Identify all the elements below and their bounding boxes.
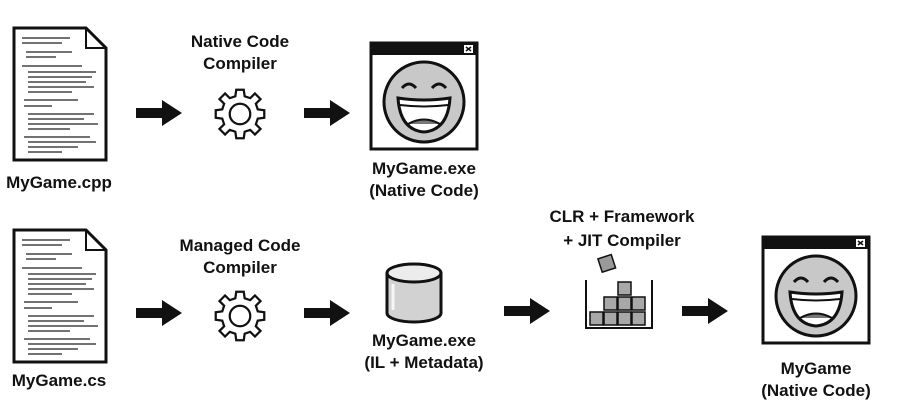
native-compiler-gear-icon: [212, 86, 268, 142]
arrow-icon: [134, 298, 184, 328]
arrow-icon: [502, 296, 552, 326]
native-exe-window-icon: [368, 40, 480, 152]
cpp-source-document-icon: [12, 26, 108, 162]
assembly-label-line2: (IL + Metadata): [364, 353, 484, 372]
native-app-window-icon: [760, 234, 872, 346]
native-compiler-label-line2: Compiler: [203, 54, 277, 73]
native-app-label-line2: (Native Code): [761, 381, 871, 400]
assembly-database-icon: [385, 262, 443, 324]
managed-compiler-label-line1: Managed Code: [179, 236, 301, 255]
jit-blocks-icon: [585, 253, 653, 329]
managed-compiler-gear-icon: [212, 288, 268, 344]
managed-compiler-label-line2: Compiler: [203, 258, 277, 277]
native-app-label-line1: MyGame: [780, 359, 852, 378]
native-exe-label-line1: MyGame.exe: [372, 159, 476, 178]
arrow-icon: [134, 98, 184, 128]
cs-source-document-icon: [12, 228, 108, 364]
native-compiler-label-line1: Native Code: [190, 32, 290, 51]
cs-source-label: MyGame.cs: [11, 371, 107, 390]
native-exe-label-line2: (Native Code): [369, 181, 479, 200]
arrow-icon: [302, 298, 352, 328]
arrow-icon: [302, 98, 352, 128]
assembly-label-line1: MyGame.exe: [372, 331, 476, 350]
arrow-icon: [680, 296, 730, 326]
runtime-label-line2: + JIT Compiler: [563, 231, 681, 250]
runtime-label-line1: CLR + Framework: [549, 207, 695, 226]
cpp-source-label: MyGame.cpp: [6, 173, 112, 192]
